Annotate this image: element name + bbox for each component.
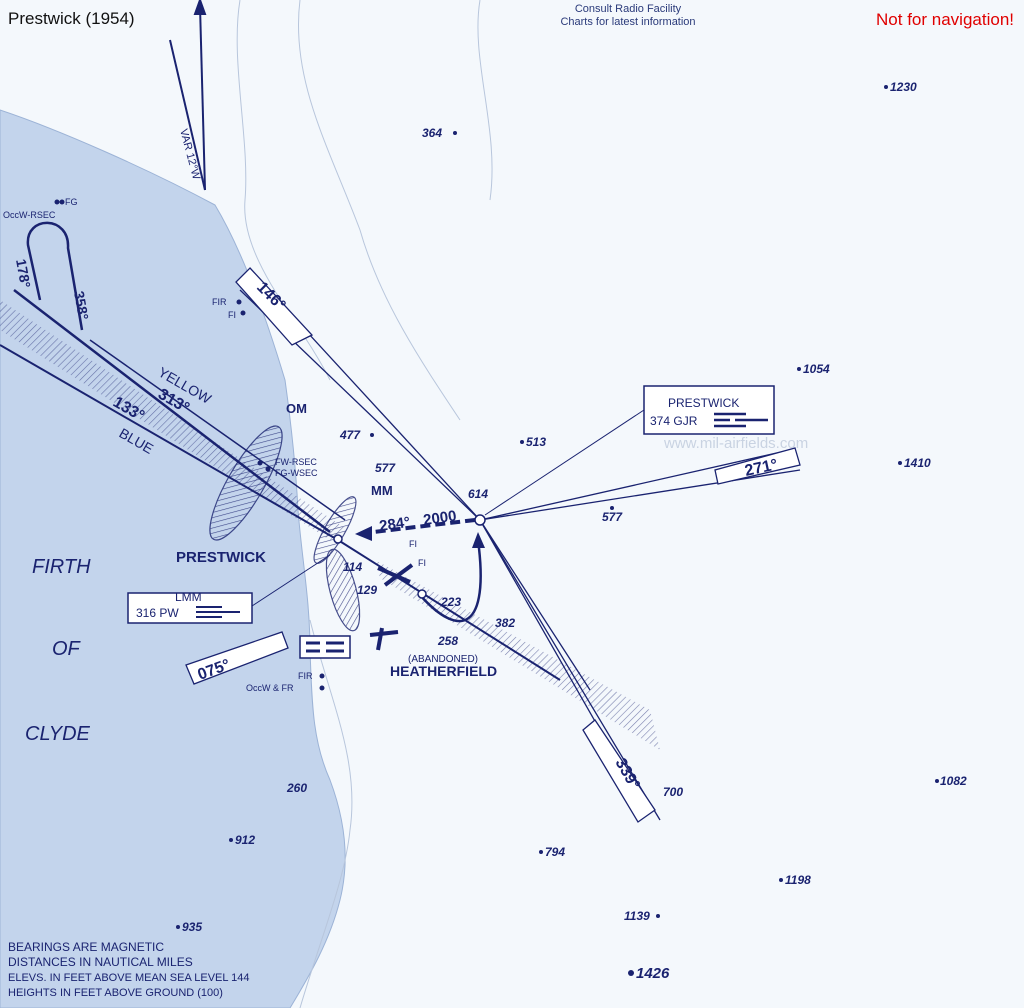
beacon-leader bbox=[484, 409, 645, 516]
approach-arrow bbox=[355, 518, 485, 623]
chart-title: Prestwick (1954) bbox=[8, 9, 135, 28]
light-occ-w-r-sec: OccW-RSEC bbox=[3, 210, 56, 220]
heatherfield-status: (ABANDONED) bbox=[408, 654, 478, 665]
legend: BEARINGS ARE MAGNETIC DISTANCES IN NAUTI… bbox=[8, 940, 250, 999]
light-fg: FG bbox=[65, 197, 78, 207]
consult-line2: Charts for latest information bbox=[560, 16, 696, 28]
beacon-name: PRESTWICK bbox=[668, 396, 739, 410]
approach-bearing: 284° bbox=[378, 514, 411, 535]
elev-258: 258 bbox=[437, 634, 458, 648]
elev-912: 912 bbox=[235, 833, 255, 847]
bearing-358: 358° bbox=[71, 290, 92, 321]
elev-1054: 1054 bbox=[803, 362, 830, 376]
bearing-178: 178° bbox=[13, 258, 34, 289]
facility-symbols bbox=[333, 514, 486, 599]
sea-area bbox=[0, 109, 346, 1008]
land-contours bbox=[236, 0, 493, 1008]
legend-line1: BEARINGS ARE MAGNETIC bbox=[8, 940, 164, 954]
of-label: OF bbox=[52, 638, 82, 660]
elev-513: 513 bbox=[526, 435, 546, 449]
elevation-dots bbox=[54, 85, 939, 976]
lmm-title: LMM bbox=[175, 590, 202, 604]
elev-1198: 1198 bbox=[785, 873, 811, 887]
range-legs bbox=[0, 289, 561, 681]
beacon-box bbox=[643, 385, 775, 435]
variation-arrows bbox=[169, 0, 207, 191]
light-fir-bottom: FIR bbox=[298, 671, 313, 681]
consult-note: Consult Radio Facility Charts for latest… bbox=[548, 3, 708, 29]
lmm-leader bbox=[251, 554, 331, 607]
elev-114: 114 bbox=[343, 560, 362, 574]
dash-box bbox=[299, 635, 351, 659]
var-label: VAR 12°W bbox=[177, 128, 202, 182]
watermark: www.mil-airfields.com bbox=[663, 435, 808, 452]
dash-symbols bbox=[306, 641, 344, 653]
elev-129: 129 bbox=[357, 583, 377, 597]
elev-364: 364 bbox=[422, 126, 442, 140]
bearing-arrows bbox=[185, 267, 801, 823]
beacon-morse bbox=[714, 412, 768, 428]
consult-line1: Consult Radio Facility bbox=[574, 3, 682, 15]
elevation-labels: 1230 364 1054 477 577 513 614 1410 577 1… bbox=[182, 80, 967, 982]
elev-794: 794 bbox=[545, 845, 565, 859]
om-label: OM bbox=[286, 401, 307, 416]
elev-614: 614 bbox=[468, 487, 488, 501]
light-fw-r-sec: FW-RSEC bbox=[275, 457, 317, 467]
lmm-freq: 316 PW bbox=[136, 606, 179, 620]
light-fir-top: FIR bbox=[212, 297, 227, 307]
heatherfield-name: HEATHERFIELD bbox=[390, 663, 497, 679]
light-occ-w-fr: OccW & FR bbox=[246, 683, 294, 693]
firth-label: FIRTH bbox=[32, 556, 91, 578]
light-fg-w-sec: FG-WSEC bbox=[275, 468, 318, 478]
elev-260: 260 bbox=[286, 781, 307, 795]
elev-223: 223 bbox=[440, 595, 461, 609]
light-fi-right: FI bbox=[418, 558, 426, 568]
elev-382: 382 bbox=[495, 616, 515, 630]
clyde-label: CLYDE bbox=[25, 723, 91, 745]
bearing-271: 271° bbox=[743, 456, 779, 480]
airfield-name: PRESTWICK bbox=[176, 549, 266, 566]
approach-altitude: 2000 bbox=[422, 507, 457, 528]
legend-line4: HEIGHTS IN FEET ABOVE GROUND (100) bbox=[8, 987, 223, 999]
elev-700: 700 bbox=[663, 785, 683, 799]
lmm-morse bbox=[196, 606, 240, 618]
elev-1426: 1426 bbox=[636, 965, 670, 982]
beacon-radials bbox=[239, 269, 801, 821]
elev-477: 477 bbox=[339, 428, 361, 442]
lmm-box bbox=[127, 592, 253, 624]
elev-1230: 1230 bbox=[890, 80, 917, 94]
mm-label: MM bbox=[371, 483, 393, 498]
elev-1139: 1139 bbox=[624, 909, 650, 923]
legend-line2: DISTANCES IN NAUTICAL MILES bbox=[8, 955, 193, 969]
light-fi-top: FI bbox=[228, 310, 236, 320]
marker-ellipses bbox=[209, 425, 361, 632]
elev-577a: 577 bbox=[375, 461, 396, 475]
legend-line3: ELEVS. IN FEET ABOVE MEAN SEA LEVEL 144 bbox=[8, 972, 250, 984]
beacon-freq: 374 GJR bbox=[650, 414, 698, 428]
navigation-warning: Not for navigation! bbox=[876, 10, 1014, 29]
elev-1082: 1082 bbox=[940, 774, 967, 788]
holding-pattern bbox=[26, 221, 84, 331]
elev-1410: 1410 bbox=[904, 456, 931, 470]
elev-935: 935 bbox=[182, 920, 202, 934]
elev-577b: 577 bbox=[602, 510, 623, 524]
light-fi-mid: FI bbox=[409, 539, 417, 549]
heatherfield-runways bbox=[369, 563, 414, 651]
